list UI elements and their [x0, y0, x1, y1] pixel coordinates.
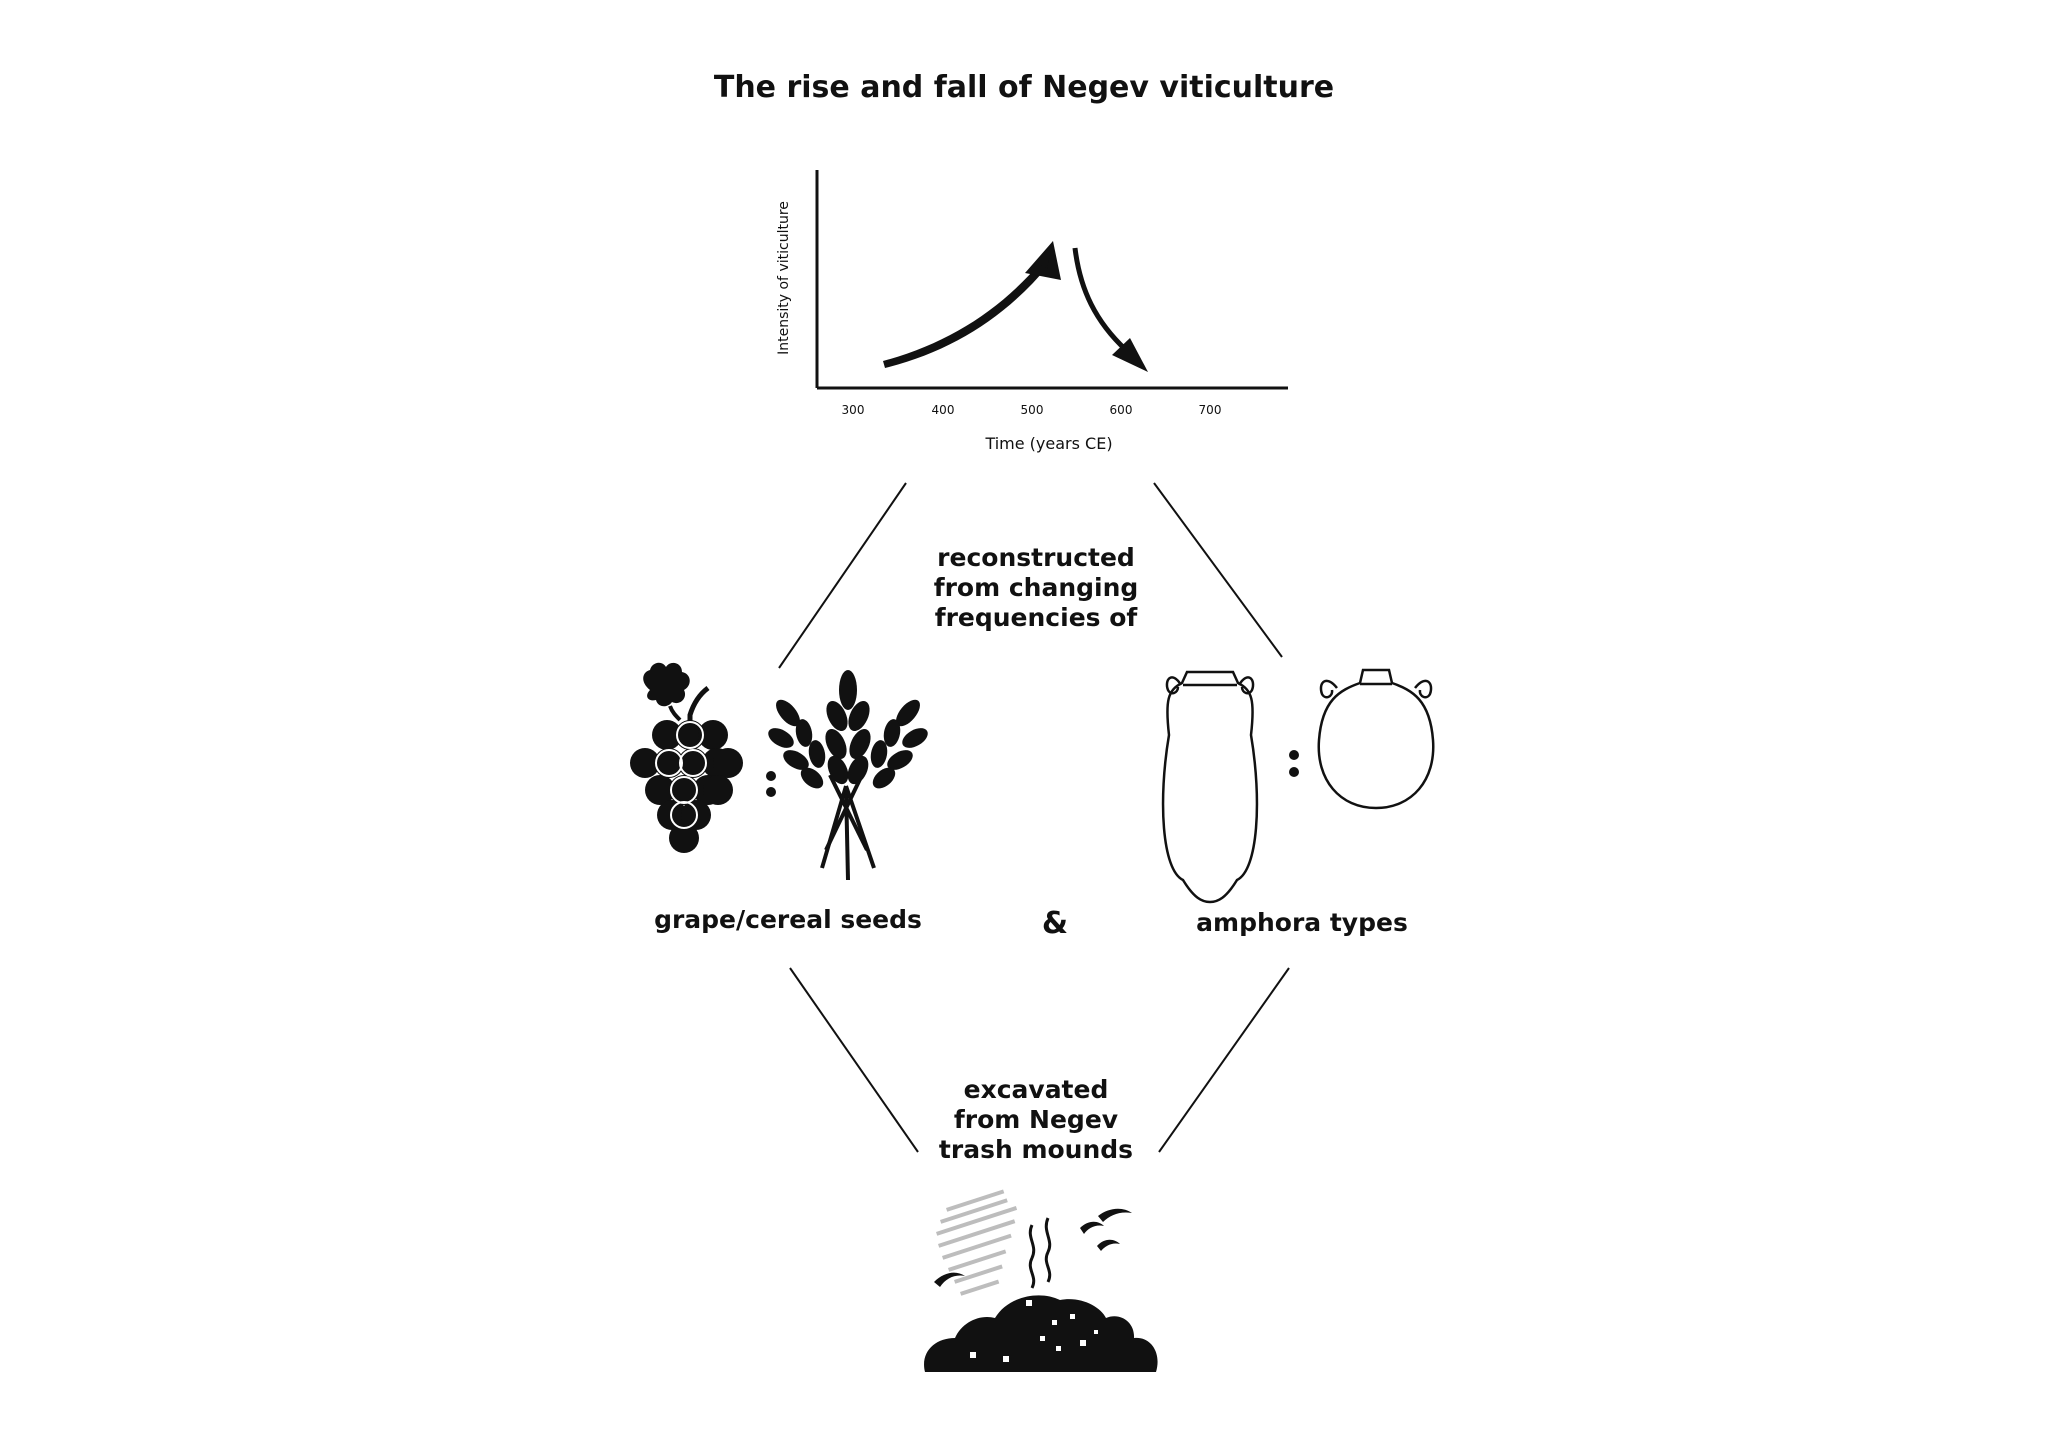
- text-line: from Negev: [953, 1105, 1119, 1134]
- wheat-sheaf-icon: [768, 670, 928, 881]
- x-tick-label: 500: [1021, 403, 1044, 417]
- diagram-title: The rise and fall of Negev viticulture: [713, 70, 1335, 105]
- upward-arrow-icon: [883, 241, 1061, 368]
- stench-wave-icon: [1028, 1217, 1052, 1289]
- ampersand: &: [1041, 906, 1069, 941]
- excavated-text: excavated from Negev trash mounds: [886, 1075, 1186, 1165]
- text-line: excavated: [963, 1075, 1109, 1104]
- diamond-lines: [778, 482, 1290, 1153]
- downward-arrow-icon: [1072, 247, 1148, 372]
- trash-mound-icon: [924, 1189, 1158, 1372]
- x-tick-label: 600: [1110, 403, 1133, 417]
- grape-cluster-icon: [630, 662, 743, 853]
- reconstructed-text: reconstructed from changing frequencies …: [886, 543, 1186, 633]
- x-tick-label: 400: [932, 403, 955, 417]
- x-axis-label: Time (years CE): [984, 434, 1112, 453]
- x-tick-label: 300: [842, 403, 865, 417]
- grape-cereal-label: grape/cereal seeds: [654, 905, 922, 934]
- globular-amphora-icon: [1317, 668, 1435, 810]
- slender-amphora-icon: [1161, 670, 1259, 904]
- scrap-lettering: [936, 1189, 1018, 1296]
- ratio-colon-icon: [1289, 750, 1299, 777]
- x-tick-label: 700: [1199, 403, 1222, 417]
- ratio-colon-icon: [766, 771, 776, 797]
- text-line: from changing: [933, 573, 1139, 602]
- connector-line: [789, 967, 919, 1153]
- text-line: trash mounds: [938, 1135, 1134, 1164]
- chart: Intensity of viticulture 300 400 500 600…: [776, 170, 1288, 453]
- bird-icon: [934, 1208, 1132, 1287]
- connector-line: [1153, 482, 1283, 658]
- text-line: reconstructed: [937, 543, 1135, 572]
- connector-line: [778, 482, 907, 669]
- amphora-types-label: amphora types: [1196, 908, 1408, 937]
- connector-line: [1158, 967, 1290, 1153]
- grape-highlights: [655, 721, 707, 829]
- text-line: frequencies of: [934, 603, 1138, 632]
- y-axis-label: Intensity of viticulture: [776, 201, 792, 355]
